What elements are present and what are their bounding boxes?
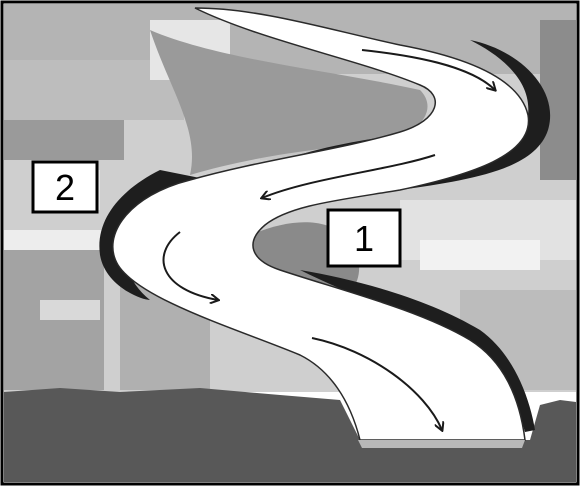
- label-2-text: 2: [55, 167, 75, 208]
- river-shallow-mouth: [358, 440, 525, 448]
- label-1-text: 1: [354, 218, 374, 259]
- label-box-1: 1: [328, 210, 400, 266]
- label-box-2: 2: [33, 162, 97, 212]
